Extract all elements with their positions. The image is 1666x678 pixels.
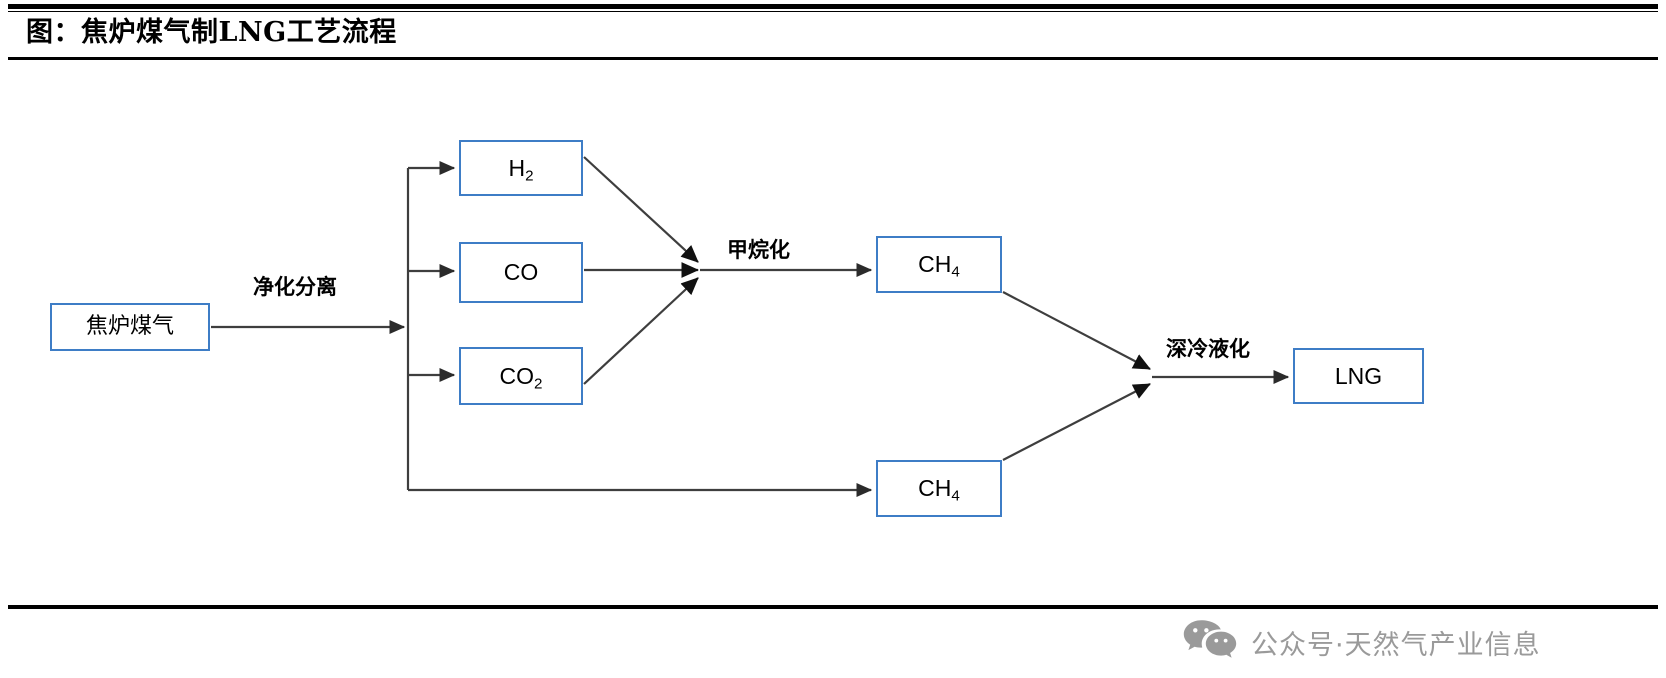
wechat-icon — [1183, 619, 1237, 666]
node-label-h2-sub: 2 — [525, 166, 534, 184]
node-ch4-top[interactable]: CH4 — [876, 236, 1002, 293]
process-flow-diagram: 焦炉煤气 H2 CO CO2 CH4 CH4 LNG 净化分离 甲烷化 深冷液化 — [0, 62, 1666, 602]
node-label-co2: CO2 — [499, 362, 543, 391]
footer-watermark: 公众号·天然气产业信息 — [1183, 619, 1541, 666]
edge-ch4-bottom-to-liquefaction — [1002, 383, 1151, 461]
node-label-h2-main: H — [508, 154, 526, 181]
node-label-ch4-top-main: CH — [918, 251, 952, 277]
node-label-h2: H2 — [508, 154, 533, 183]
watermark-text: 公众号·天然气产业信息 — [1251, 630, 1541, 661]
node-label-co2-main: CO — [499, 362, 535, 389]
node-h2[interactable]: H2 — [459, 140, 583, 196]
edge-label-methanation: 甲烷化 — [727, 237, 790, 262]
node-label-lng: LNG — [1334, 362, 1383, 389]
edge-h2-to-methanation — [583, 156, 699, 263]
node-label-ch4-bottom: CH4 — [918, 475, 960, 504]
node-label-ch4-top: CH4 — [918, 251, 960, 280]
flow-connectors — [211, 156, 1290, 497]
node-label-coke-oven-gas: 焦炉煤气 — [85, 314, 174, 339]
node-coke-oven-gas[interactable]: 焦炉煤气 — [50, 303, 210, 351]
edge-ch4-top-to-liquefaction — [1002, 291, 1151, 370]
page-title: 图：焦炉煤气制LNG工艺流程 — [26, 17, 397, 48]
edge-co2-to-methanation — [583, 277, 699, 385]
node-label-ch4-top-sub: 4 — [951, 263, 960, 281]
node-label-co2-sub: 2 — [534, 374, 543, 392]
title-underline-rule — [8, 57, 1658, 60]
node-label-lng-main: LNG — [1334, 362, 1383, 389]
node-co2[interactable]: CO2 — [459, 347, 583, 405]
header-rule-hairline — [8, 11, 1658, 12]
node-ch4-bottom[interactable]: CH4 — [876, 460, 1002, 517]
node-label-ch4-bottom-sub: 4 — [951, 487, 960, 505]
node-label-co-main: CO — [503, 259, 539, 285]
footer-rule — [8, 605, 1658, 609]
node-label-ch4-bottom-main: CH — [918, 475, 952, 501]
node-label-co: CO — [504, 261, 539, 284]
edge-label-cryogenic-liquefaction: 深冷液化 — [1166, 336, 1250, 361]
header-rule-thick — [8, 4, 1658, 9]
edge-label-purification-separation: 净化分离 — [253, 274, 337, 299]
node-co[interactable]: CO — [459, 242, 583, 303]
node-lng[interactable]: LNG — [1293, 348, 1424, 404]
